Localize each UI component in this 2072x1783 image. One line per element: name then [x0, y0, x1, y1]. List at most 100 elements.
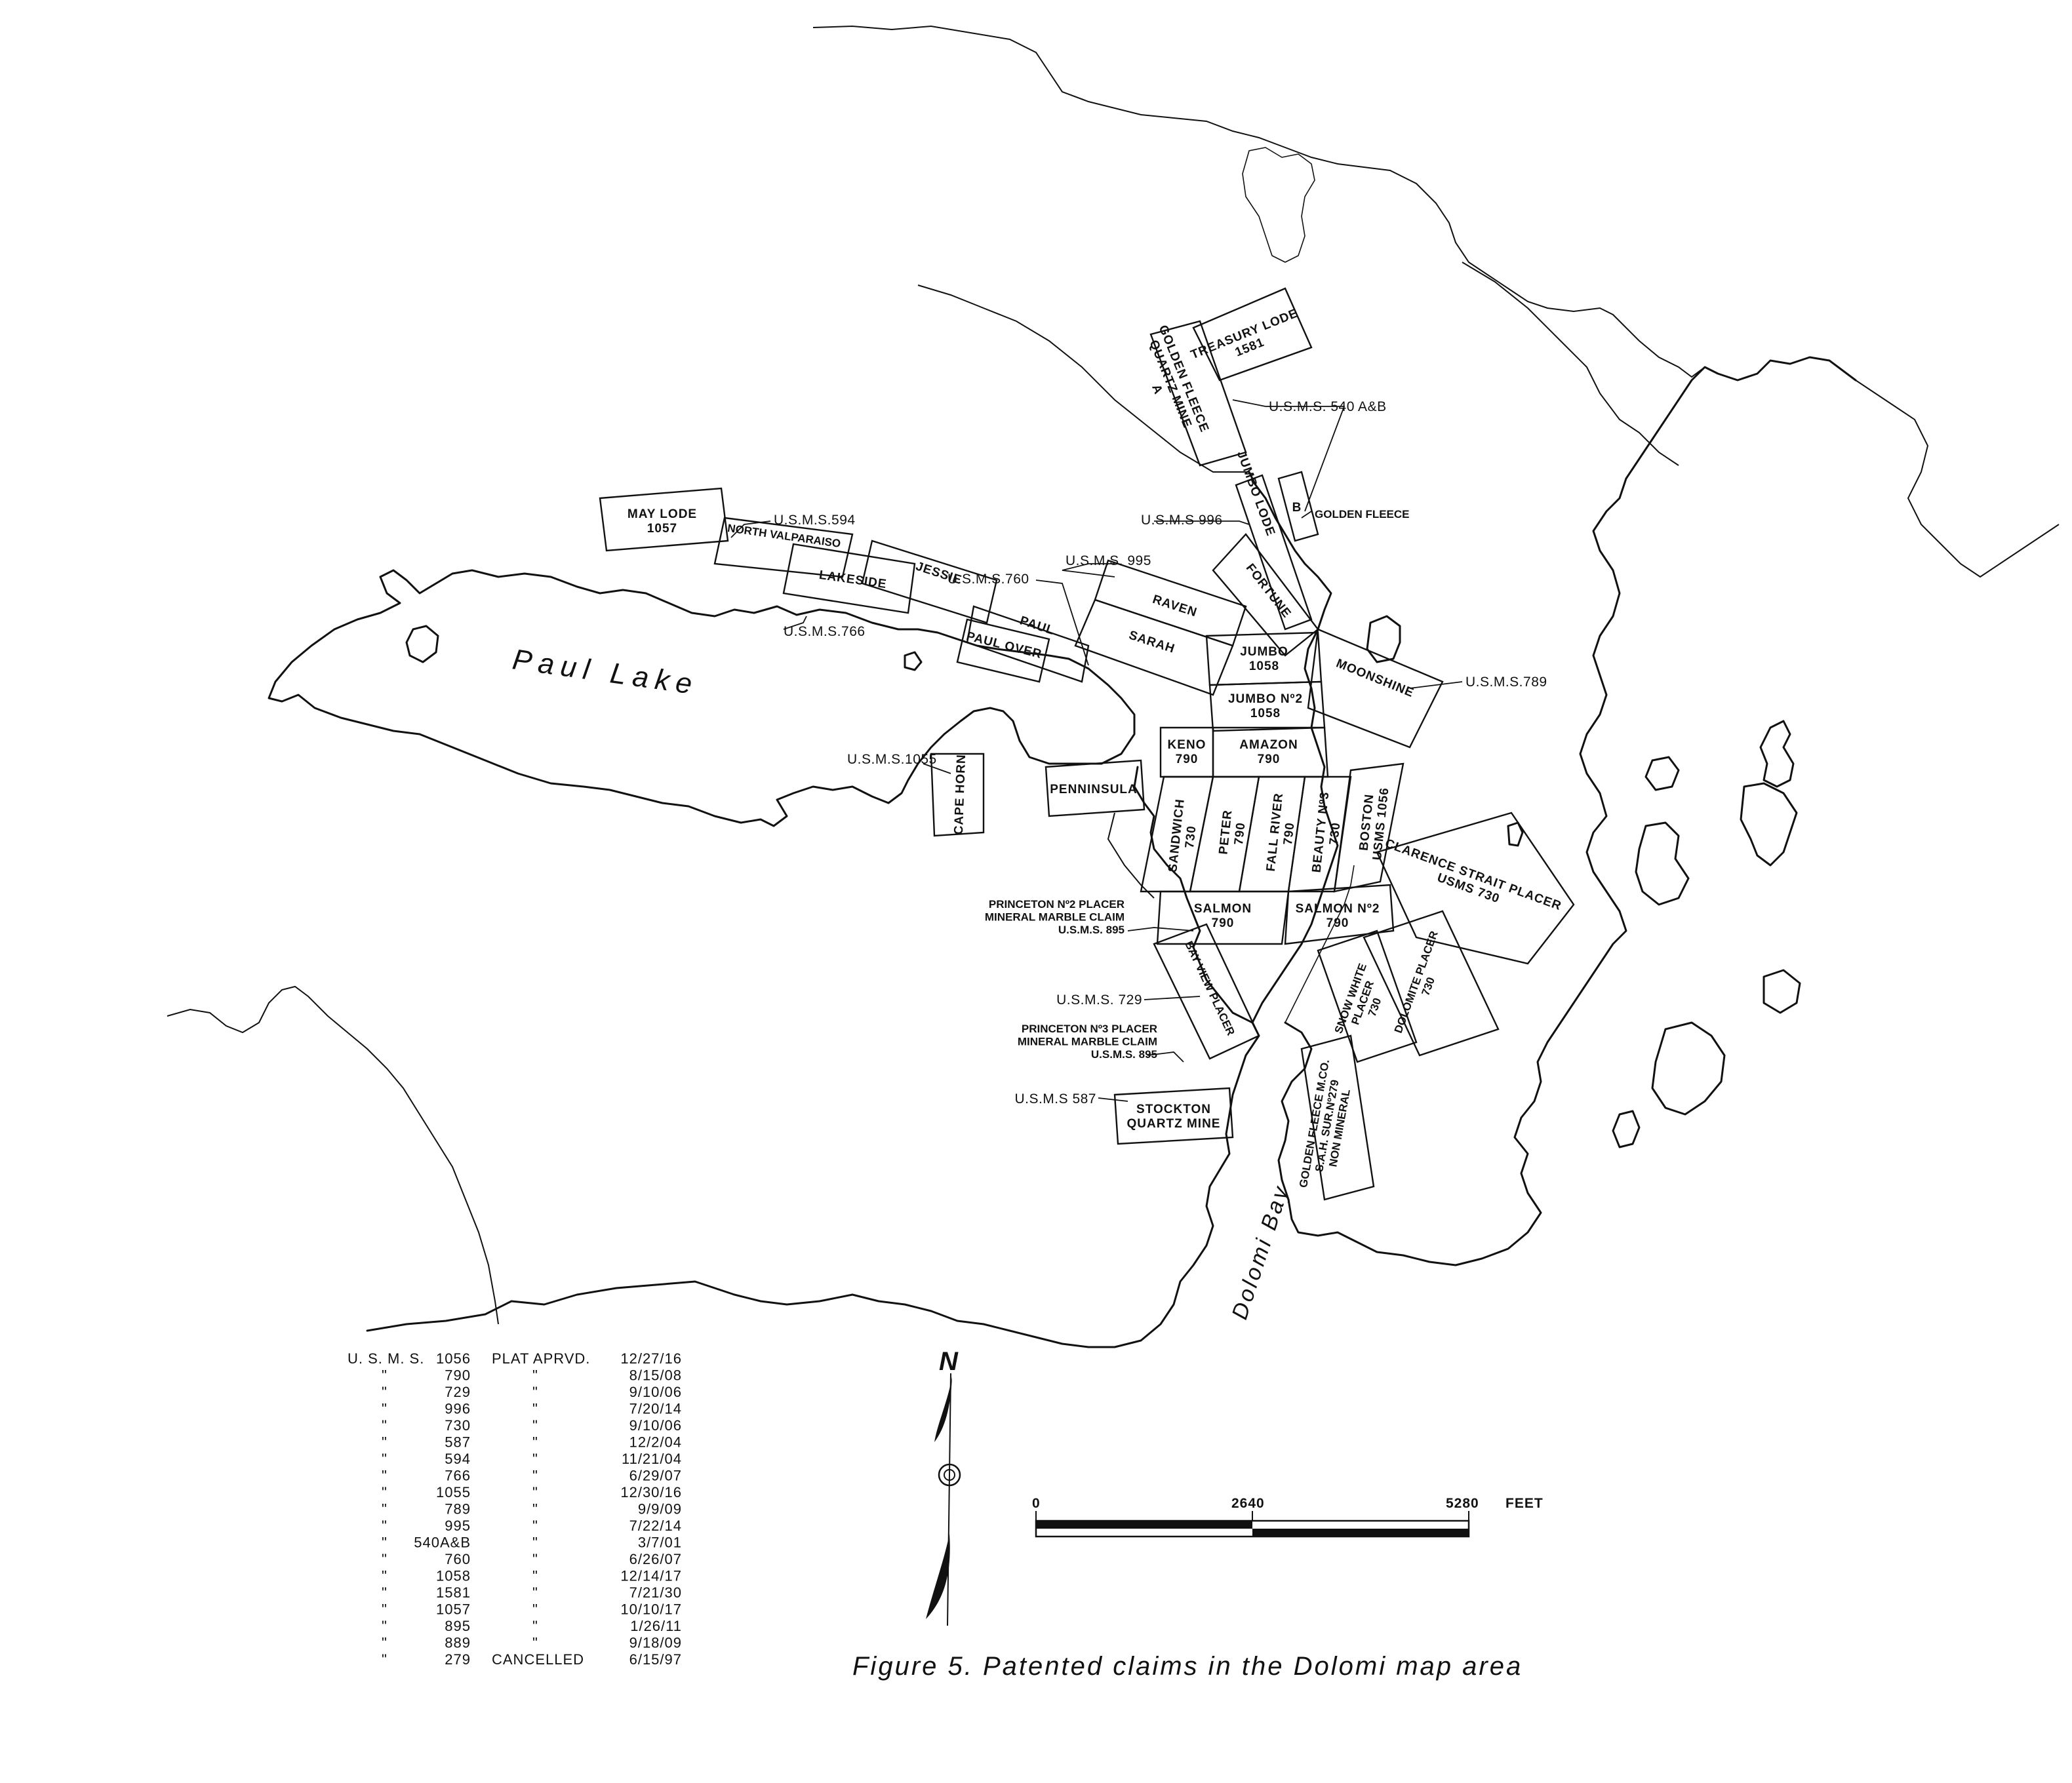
claim-lakeside	[782, 543, 916, 614]
callout-label-layer: U.S.M.S. 540 A&B GOLDEN FLEECE U.S.M.S.5…	[774, 399, 1547, 1107]
callout-label: U.S.M.S 996	[1141, 513, 1223, 528]
label-line: JUMBO LODE	[1234, 449, 1277, 538]
table-usms: 895	[445, 1618, 471, 1634]
table-usms: 594	[445, 1451, 471, 1467]
label-line: PAUL	[1018, 614, 1056, 638]
table-usms: 1057	[436, 1601, 471, 1618]
table-date: 9/10/06	[629, 1417, 682, 1434]
leader-usms-760	[1035, 579, 1089, 666]
label-line: U.S.M.S 996	[1141, 513, 1223, 528]
table-date: 9/9/09	[638, 1501, 682, 1518]
label-line: 1057	[647, 522, 677, 536]
label-line: 790	[1258, 753, 1281, 766]
clarence-pond	[1507, 821, 1524, 847]
claim-sarah	[1074, 598, 1234, 696]
callout-label: U.S.M.S.1055	[847, 752, 937, 767]
table-usms: 540A&B	[414, 1535, 471, 1551]
label-line: 790	[1232, 821, 1248, 846]
label-line: U.S.M.S 587	[1014, 1091, 1096, 1107]
label-line: FORTUNE	[1243, 561, 1294, 621]
callout-leader-layer	[730, 399, 1463, 1102]
table-status: "	[532, 1518, 538, 1534]
table-status: "	[532, 1468, 538, 1484]
table-status: CANCELLED	[492, 1651, 584, 1668]
claim-label: PAUL	[1018, 614, 1056, 638]
label-line: 790	[1281, 821, 1298, 846]
table-date: 10/10/17	[620, 1601, 682, 1618]
claim-label: JUMBO LODE	[1234, 449, 1277, 538]
table-usms: 760	[445, 1551, 471, 1567]
table-status: "	[532, 1417, 538, 1434]
callout-label: GOLDEN FLEECE	[1315, 508, 1410, 520]
table-usms: 730	[445, 1417, 471, 1434]
table-date: 11/21/04	[622, 1451, 682, 1467]
label-line: BAY VIEW PLACER	[1182, 939, 1237, 1038]
paul-lake-shore	[268, 569, 1136, 827]
claim-label: MOONSHINE	[1334, 657, 1416, 701]
figure-caption: Figure 5. Patented claims in the Dolomi …	[852, 1652, 1523, 1681]
claim-north-valparaiso	[713, 517, 854, 578]
table-prefix: "	[382, 1568, 388, 1584]
table-date: 9/10/06	[629, 1384, 682, 1400]
label-line: MAY LODE	[628, 507, 697, 521]
label-line: 1058	[1250, 707, 1281, 720]
table-usms: 1056	[436, 1350, 471, 1367]
claim-clarence-strait-placer	[1376, 812, 1575, 965]
claim-golden-fleece-mco	[1300, 1034, 1375, 1201]
callout-label: U.S.M.S.760	[947, 572, 1029, 587]
label-line: 1058	[1249, 659, 1279, 673]
claim-label: GOLDEN FLEECEQUARTZ MINEA	[1129, 323, 1211, 445]
paul-lake-islet	[405, 625, 439, 663]
table-prefix: "	[382, 1468, 388, 1484]
east-island-5	[1763, 969, 1801, 1014]
label-line: QUARTZ MINE	[1127, 1117, 1221, 1131]
scale-label-mid: 2640	[1231, 1496, 1265, 1511]
table-date: 7/21/30	[629, 1584, 682, 1601]
claim-golden-fleece-b	[1277, 471, 1319, 542]
label-line: CLARENCE STRAIT PLACER	[1383, 836, 1563, 913]
table-status: "	[532, 1584, 538, 1601]
north-arrow-hub	[938, 1463, 961, 1487]
label-line: 730	[1183, 825, 1199, 849]
label-line: AMAZON	[1239, 738, 1298, 752]
leader-usms-766	[783, 616, 807, 630]
callout-label: U.S.M.S 587	[1014, 1091, 1096, 1107]
claim-label: RAVEN	[1151, 593, 1199, 620]
table-status: "	[532, 1501, 538, 1518]
scale-bar-seg-2	[1252, 1529, 1469, 1537]
leader-usms-789	[1409, 681, 1463, 689]
leader-princeton-3	[1147, 1051, 1184, 1063]
table-prefix: "	[382, 1434, 388, 1451]
leader-usms-594	[730, 520, 771, 538]
table-usms: 1055	[436, 1484, 471, 1500]
claim-label: LAKESIDE	[818, 568, 888, 591]
label-line: U.S.M.S.1055	[847, 752, 937, 767]
label-line: RAVEN	[1151, 593, 1199, 620]
table-prefix: "	[382, 1601, 388, 1618]
table-date: 3/7/01	[638, 1535, 682, 1551]
table-date: 8/15/08	[629, 1367, 682, 1384]
label-line: SALMON Nº2	[1296, 902, 1380, 916]
claim-salmon-2	[1284, 884, 1395, 945]
claim-penninsula	[1045, 759, 1146, 817]
table-date: 12/27/16	[620, 1350, 682, 1367]
claim-stockton	[1113, 1087, 1234, 1145]
table-date: 6/29/07	[629, 1468, 682, 1484]
table-date: 7/22/14	[629, 1518, 682, 1534]
label-line: KENO	[1168, 738, 1206, 752]
table-usms: 790	[445, 1367, 471, 1384]
label-line: PENNINSULA	[1050, 783, 1138, 796]
east-island-6	[1651, 1021, 1726, 1116]
label-line: U.S.M.S. 895	[1091, 1048, 1157, 1061]
claim-boundary-layer	[599, 287, 1575, 1201]
table-prefix: "	[382, 1618, 388, 1634]
north-river	[917, 284, 1249, 473]
label-line: U.S.M.S.766	[784, 624, 866, 639]
table-status: "	[532, 1451, 538, 1467]
label-line: 790	[1326, 916, 1349, 930]
